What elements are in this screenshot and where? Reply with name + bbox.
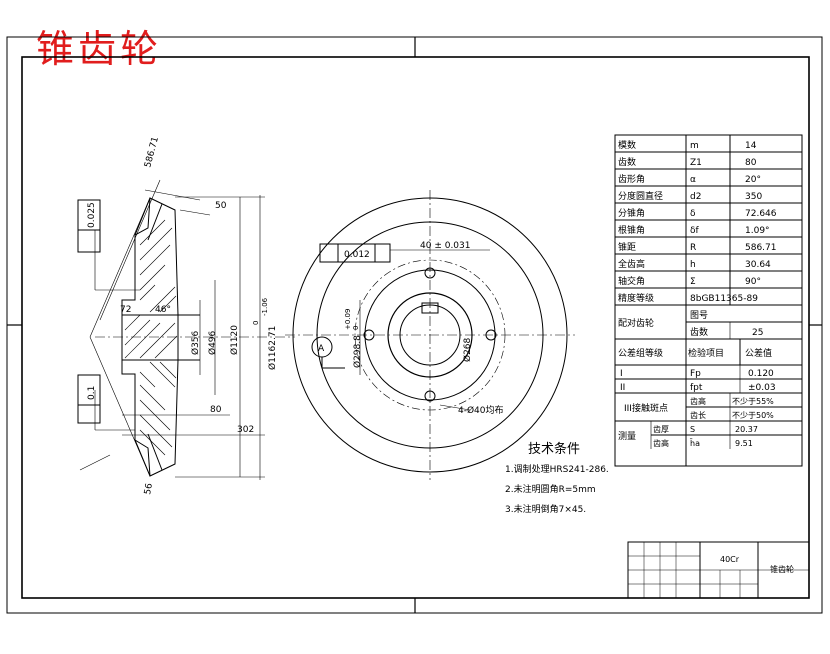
dim-46: 46° — [155, 305, 171, 315]
measure-sym: h̄a — [689, 438, 700, 448]
dim-586: 586.71 — [143, 136, 161, 169]
param-name: 根锥角 — [618, 224, 645, 236]
bore-tol-up: +0.09 — [344, 309, 352, 330]
param-name: 轴交角 — [618, 275, 645, 287]
param-name: 精度等级 — [618, 292, 654, 304]
param-symbol: m — [690, 141, 699, 151]
param-rows: 模数 m 14 齿数 Z1 80 齿形角 α 20° 分度圆直径 d2 350 分锥角 δ 72.646 根锥… — [615, 139, 802, 449]
param-value: 80 — [745, 158, 757, 168]
tech-requirements: 技术条件 1.调制处理HRS241-286. 2.未注明圆角R=5mm 3.未注… — [505, 441, 609, 515]
contact-label: III接触斑点 — [624, 402, 668, 414]
param-name: 齿形角 — [618, 173, 645, 185]
outer-frame — [6, 36, 823, 614]
measure-sub: 齿高 — [653, 438, 669, 448]
param-symbol: Σ — [690, 277, 696, 287]
param-symbol: h — [690, 260, 696, 270]
pair-gear-value: 25 — [752, 328, 763, 338]
measure-sym: S — [690, 425, 695, 434]
param-name: 模数 — [618, 139, 636, 151]
bore-dim: Ø298.8 — [352, 335, 363, 368]
dim-496: Ø496 — [207, 330, 218, 355]
param-value: 350 — [745, 192, 762, 202]
contact-value: 不少于55% — [732, 397, 774, 406]
section-dim-labels: 586.71 50 0.025 0.1 72 46° Ø356 Ø496 Ø11… — [87, 136, 278, 496]
tech-item: 1.调制处理HRS241-286. — [505, 463, 609, 475]
measure-sub: 齿厚 — [653, 425, 669, 434]
keyway-dim: 40 ± 0.031 — [420, 241, 470, 251]
tolerance-frame — [319, 243, 391, 263]
datum-label: A — [318, 344, 325, 354]
pair-gear-row: 图号 — [690, 310, 708, 321]
contact-value: 不少于50% — [732, 411, 774, 420]
dim-01: 0.1 — [87, 386, 97, 400]
title-block — [627, 541, 810, 599]
runout-frame-bottom — [77, 374, 101, 424]
tol-header: 检验项目 — [688, 347, 724, 359]
dim-1162: Ø1162.71 — [267, 326, 278, 370]
param-symbol: α — [690, 175, 696, 185]
centering-marks — [7, 37, 822, 613]
title-block-material: 40Cr — [720, 555, 740, 564]
measure-val: 9.51 — [735, 439, 753, 448]
section-view — [77, 179, 295, 480]
tol-header: 公差值 — [745, 347, 772, 359]
pair-gear-label: 配对齿轮 — [618, 317, 654, 329]
tol-group: II — [620, 383, 625, 393]
param-value: 30.64 — [745, 260, 771, 270]
runout-frame-top — [77, 199, 101, 253]
param-symbol: δf — [690, 226, 700, 236]
dim-302: 302 — [237, 425, 254, 435]
param-symbol: R — [690, 243, 696, 253]
tol-item: Fp — [690, 369, 701, 379]
dim-106: -1.06 — [261, 297, 269, 316]
param-value: 20° — [745, 175, 761, 185]
measure-val: 20.37 — [735, 425, 758, 434]
title-block-name: 锥齿轮 — [770, 564, 794, 574]
param-name: 分度圆直径 — [618, 190, 663, 202]
tol-value: 0.120 — [748, 369, 774, 379]
param-symbol: 8bGB11365-89 — [690, 294, 758, 304]
measure-label: 测量 — [618, 431, 636, 442]
tol-value: ±0.03 — [748, 383, 776, 393]
dim-1120: Ø1120 — [229, 325, 240, 355]
param-value: 14 — [745, 141, 757, 151]
dim-80: 80 — [210, 405, 222, 415]
param-name: 全齿高 — [618, 258, 645, 270]
tol-item: fpt — [690, 383, 703, 393]
drawing-title: 锥齿轮 — [36, 27, 163, 71]
param-name: 齿数 — [618, 156, 636, 168]
tech-heading: 技术条件 — [528, 441, 580, 457]
front-view — [285, 190, 575, 480]
tol-value: 0.012 — [344, 250, 370, 260]
dim-72: 72 — [120, 305, 131, 315]
gear-section-upper — [121, 197, 179, 316]
bore-tol-low: 0 — [352, 326, 360, 330]
param-value: 72.646 — [745, 209, 777, 219]
param-symbol: Z1 — [690, 158, 702, 168]
hole-dim: 4-Ø40均布 — [458, 404, 504, 416]
tol-header: 公差组等级 — [618, 347, 663, 359]
param-value: 586.71 — [745, 243, 777, 253]
tech-item: 3.未注明倒角7×45. — [505, 503, 586, 515]
param-name: 锥距 — [618, 241, 636, 253]
dim-56: 56 — [143, 482, 155, 495]
dim-0: 0 — [252, 321, 260, 325]
param-value: 1.09° — [745, 226, 770, 236]
front-view-labels: 0.012 A 40 ± 0.031 Ø298.8 +0.09 0 4-Ø40均… — [318, 241, 504, 416]
dim-356: Ø356 — [190, 330, 201, 355]
dim-50: 50 — [215, 201, 227, 211]
param-symbol: δ — [690, 209, 696, 219]
tech-item: 2.未注明圆角R=5mm — [505, 483, 596, 495]
tol-group: I — [620, 369, 623, 379]
contact-row: 齿长 — [690, 410, 706, 420]
param-symbol: d2 — [690, 192, 701, 202]
param-value: 90° — [745, 277, 761, 287]
param-name: 分锥角 — [618, 207, 645, 219]
gear-section-lower — [121, 359, 179, 477]
inner-dim: Ø268 — [462, 337, 473, 362]
contact-row: 齿高 — [690, 396, 706, 406]
pair-gear-row: 齿数 — [690, 326, 708, 338]
dim-0025: 0.025 — [87, 202, 97, 228]
